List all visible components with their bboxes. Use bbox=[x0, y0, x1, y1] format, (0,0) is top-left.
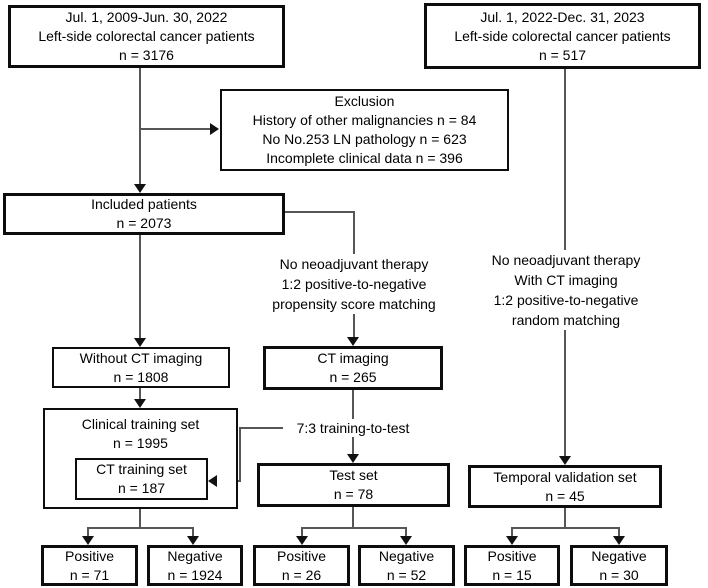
box-line: No No.253 LN pathology n = 623 bbox=[262, 131, 467, 147]
box-line: n = 265 bbox=[329, 369, 377, 385]
connector-testset-split-stem bbox=[352, 507, 354, 528]
connector-clinical-split-left bbox=[87, 527, 89, 537]
box-line: n = 30 bbox=[599, 566, 639, 583]
box-line: History of other malignancies n = 84 bbox=[252, 112, 477, 128]
box-without-ct-imaging: Without CT imaging n = 1808 bbox=[52, 347, 230, 388]
arrowhead-into-negative1924-icon bbox=[187, 536, 199, 545]
label-line: 7:3 training-to-test bbox=[296, 420, 410, 436]
connector-clinical-split-stem bbox=[139, 509, 141, 528]
box-line: n = 3176 bbox=[119, 47, 174, 63]
arrowhead-into-exclusion-icon bbox=[210, 123, 219, 135]
box-line: Negative bbox=[167, 547, 223, 564]
box-line: Positive bbox=[276, 547, 327, 564]
box-line: Without CT imaging bbox=[79, 349, 203, 366]
connector-withoutct-to-clinical bbox=[139, 388, 141, 399]
box-line: n = 1995 bbox=[113, 435, 168, 451]
box-line: Included patients bbox=[91, 196, 197, 212]
box-line: n = 2073 bbox=[116, 215, 172, 231]
box-line: n = 15 bbox=[492, 566, 532, 583]
arrowhead-into-positive71-icon bbox=[82, 536, 94, 545]
box-line: Positive bbox=[64, 547, 115, 564]
arrowhead-into-negative30-icon bbox=[613, 536, 625, 545]
box-line: n = 78 bbox=[333, 486, 374, 502]
box-cohort-2009: Jul. 1, 2009-Jun. 30, 2022 Left-side col… bbox=[8, 5, 285, 68]
box-line: n = 517 bbox=[538, 46, 587, 63]
box-line: Test set bbox=[329, 467, 378, 483]
box-clinical-negative: Negative n = 1924 bbox=[147, 545, 243, 586]
connector-temporal-split-stem bbox=[564, 508, 566, 528]
label-random-matching: No neoadjuvant therapy With CT imaging 1… bbox=[467, 250, 665, 330]
arrowhead-into-positive26-icon bbox=[296, 536, 308, 545]
box-line: CT imaging bbox=[317, 350, 389, 366]
box-line: n = 52 bbox=[386, 566, 427, 583]
arrowhead-into-included-icon bbox=[134, 184, 146, 193]
arrowhead-into-temporal-icon bbox=[559, 456, 571, 465]
label-propensity-matching: No neoadjuvant therapy 1:2 positive-to-n… bbox=[255, 254, 453, 314]
connector-temporal-split-left bbox=[511, 527, 513, 537]
connector-testset-split-bar bbox=[301, 527, 407, 529]
label-line: No neoadjuvant therapy bbox=[491, 252, 641, 268]
arrowhead-into-negative52-icon bbox=[400, 536, 412, 545]
connector-temporal-split-bar bbox=[511, 527, 619, 529]
connector-branch-to-exclusion bbox=[140, 128, 210, 130]
label-line: No neoadjuvant therapy bbox=[279, 256, 429, 272]
box-clinical-positive: Positive n = 71 bbox=[41, 545, 138, 586]
box-temporal-validation-set: Temporal validation set n = 45 bbox=[468, 465, 662, 508]
connector-elbow-to-cttraining-vertical bbox=[239, 427, 241, 481]
connector-clinical-split-bar bbox=[87, 527, 194, 529]
connector-ratio-leader bbox=[239, 427, 283, 429]
connector-clinical-split-right bbox=[192, 527, 194, 537]
box-line: Negative bbox=[591, 547, 647, 564]
box-line: Exclusion bbox=[334, 93, 395, 109]
box-line: n = 45 bbox=[545, 487, 585, 504]
box-line: Temporal validation set bbox=[493, 468, 637, 485]
box-temporal-positive: Positive n = 15 bbox=[464, 545, 560, 586]
box-line: Incomplete clinical data n = 396 bbox=[266, 150, 463, 166]
box-test-negative: Negative n = 52 bbox=[358, 545, 455, 586]
box-line: Jul. 1, 2009-Jun. 30, 2022 bbox=[65, 9, 228, 25]
box-test-set: Test set n = 78 bbox=[257, 463, 450, 507]
label-line: random matching bbox=[511, 312, 621, 328]
box-line: Clinical training set bbox=[81, 416, 200, 432]
connector-included-to-withoutct bbox=[139, 235, 141, 338]
box-cohort-2022: Jul. 1, 2022-Dec. 31, 2023 Left-side col… bbox=[424, 3, 701, 69]
arrowhead-into-clinical-icon bbox=[134, 399, 146, 408]
box-included-patients: Included patients n = 2073 bbox=[3, 193, 285, 235]
box-line: Negative bbox=[378, 547, 435, 564]
connector-included-right-elbow bbox=[285, 211, 355, 213]
box-ct-imaging: CT imaging n = 265 bbox=[263, 346, 443, 390]
label-line: propensity score matching bbox=[272, 296, 436, 312]
box-exclusion: Exclusion History of other malignancies … bbox=[220, 89, 509, 171]
connector-testset-split-left bbox=[301, 527, 303, 537]
connector-temporal-split-right bbox=[618, 527, 620, 537]
box-line: n = 1808 bbox=[113, 368, 169, 385]
label-split-ratio: 7:3 training-to-test bbox=[283, 419, 423, 437]
box-line: n = 1924 bbox=[167, 566, 223, 583]
box-test-positive: Positive n = 26 bbox=[253, 545, 350, 586]
box-line: Left-side colorectal cancer patients bbox=[454, 27, 671, 44]
box-line: Positive bbox=[487, 547, 537, 564]
arrowhead-into-cttraining-icon bbox=[208, 475, 217, 487]
box-line: n = 26 bbox=[281, 566, 322, 583]
box-line: Left-side colorectal cancer patients bbox=[38, 28, 255, 44]
box-ct-training-set: CT training set n = 187 bbox=[75, 458, 208, 500]
label-line: 1:2 positive-to-negative bbox=[281, 276, 427, 292]
box-line: Jul. 1, 2022-Dec. 31, 2023 bbox=[480, 8, 645, 25]
label-line: 1:2 positive-to-negative bbox=[493, 292, 639, 308]
connector-cohort2009-to-included bbox=[139, 68, 141, 184]
label-line: With CT imaging bbox=[514, 272, 618, 288]
connector-testset-split-right bbox=[405, 527, 407, 537]
box-temporal-negative: Negative n = 30 bbox=[570, 545, 668, 586]
arrowhead-into-testset-icon bbox=[347, 454, 359, 463]
arrowhead-into-positive15-icon bbox=[506, 536, 518, 545]
box-line: n = 187 bbox=[117, 480, 166, 496]
box-line: n = 71 bbox=[69, 566, 110, 583]
arrowhead-into-ctimaging-icon bbox=[347, 337, 359, 346]
box-line: CT training set bbox=[96, 461, 187, 477]
arrowhead-into-withoutct-icon bbox=[134, 338, 146, 347]
